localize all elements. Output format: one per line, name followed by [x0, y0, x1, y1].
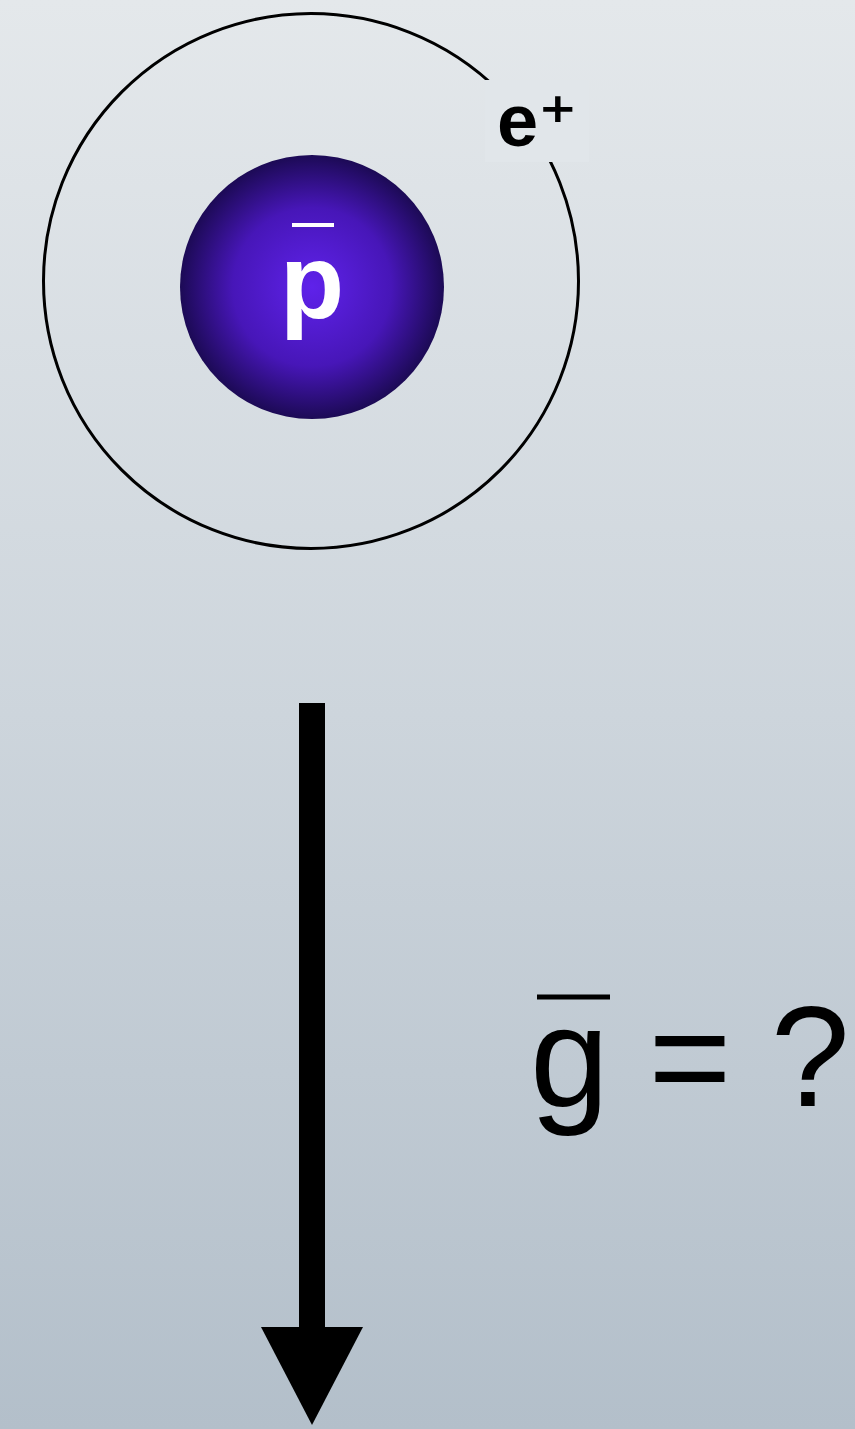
antiproton-nucleus: p	[180, 155, 444, 419]
question-label: g = ?	[530, 986, 850, 1128]
particle-label: e⁺	[485, 80, 589, 162]
positron-orbit: e⁺p	[42, 12, 580, 550]
particle-symbol: p	[180, 229, 444, 334]
